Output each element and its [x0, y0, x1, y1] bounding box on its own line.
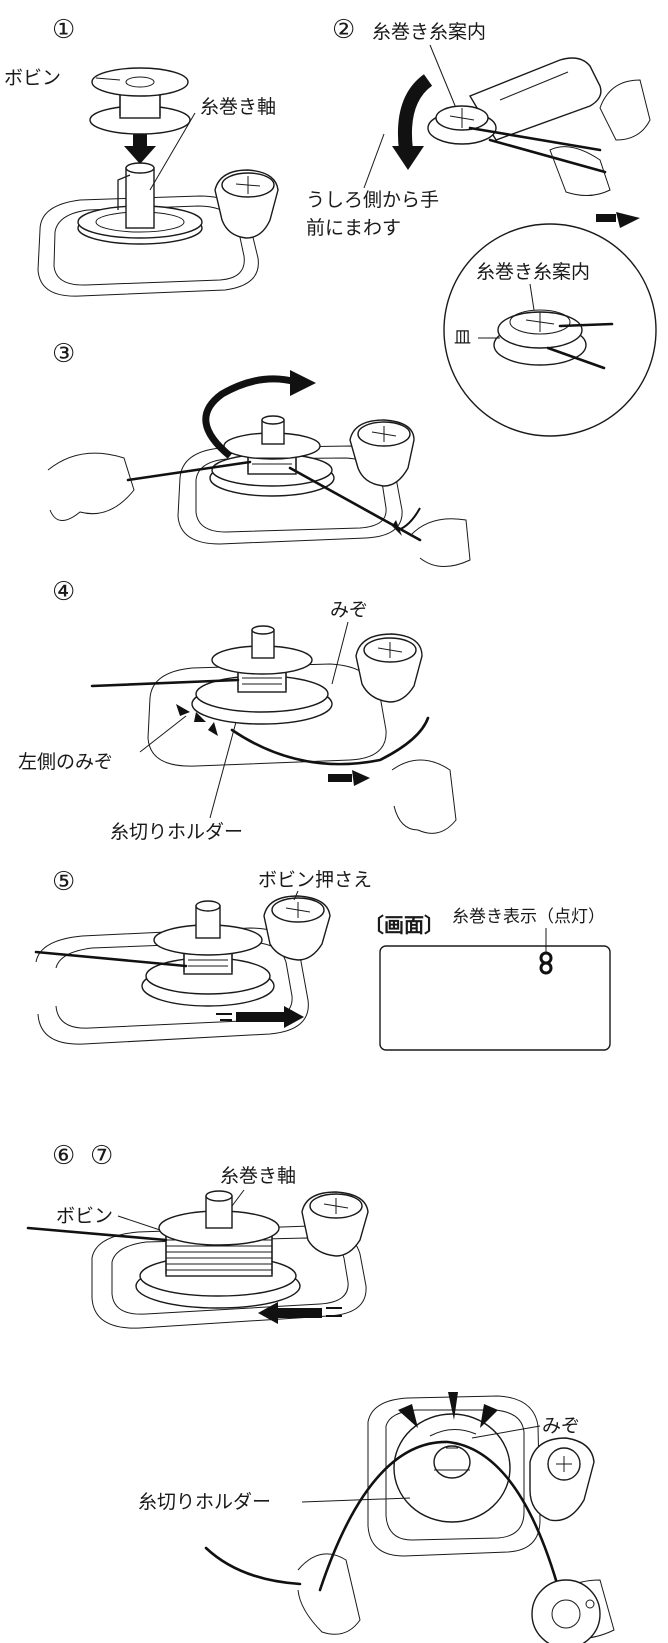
- step-3-illustration: ③: [47, 339, 471, 567]
- winder-shaft-label: 糸巻き軸: [200, 96, 276, 118]
- step-2-illustration: ② 糸巻き糸案内 うしろ側から手 前にまわす 糸巻き糸案内: [306, 15, 657, 437]
- step-1-number: ①: [52, 15, 75, 45]
- bobbin-presser-label: ボビン押さえ: [258, 869, 372, 891]
- step-4-number: ④: [52, 577, 75, 607]
- bobbin-label: ボビン: [4, 67, 61, 89]
- step-5-illustration: ⑤ ボビン押さえ 〔画面〕 糸巻き表示（点灯）: [34, 867, 611, 1051]
- thread-guide-label: 糸巻き糸案内: [372, 21, 486, 43]
- cutter-holder-label-7: 糸切りホルダー: [138, 1491, 271, 1513]
- step-7-number: ⑦: [90, 1141, 113, 1171]
- dish-label: 皿: [454, 328, 471, 348]
- inset-guide-label: 糸巻き糸案内: [476, 261, 590, 283]
- step-5-number: ⑤: [52, 867, 75, 897]
- step-6-7-illustration: ⑥ ⑦ 糸巻き軸 ボビン: [26, 1141, 615, 1643]
- groove-label-7: みぞ: [542, 1415, 580, 1437]
- step-4-illustration: ④ みぞ 左側のみぞ 糸切りホルダー: [18, 577, 457, 843]
- cutter-holder-label: 糸切りホルダー: [110, 821, 243, 843]
- rotate-text-1: うしろ側から手: [306, 189, 439, 211]
- winder-shaft-label-6: 糸巻き軸: [220, 1165, 296, 1187]
- step-6-number: ⑥: [52, 1141, 75, 1171]
- screen-label: 〔画面〕: [364, 913, 444, 937]
- bobbin-label-6: ボビン: [56, 1205, 113, 1227]
- step-3-number: ③: [52, 339, 75, 369]
- lcd-screen: [379, 945, 611, 1051]
- step-1-illustration: ① ボビン 糸巻き軸: [4, 15, 279, 297]
- groove-label: みぞ: [330, 599, 368, 621]
- step-2-number: ②: [332, 15, 355, 45]
- rotate-text-2: 前にまわす: [306, 217, 401, 239]
- left-groove-label: 左側のみぞ: [18, 751, 113, 773]
- bobbin-winding-indicator-icon: [539, 951, 553, 975]
- winding-display-label: 糸巻き表示（点灯）: [452, 907, 605, 927]
